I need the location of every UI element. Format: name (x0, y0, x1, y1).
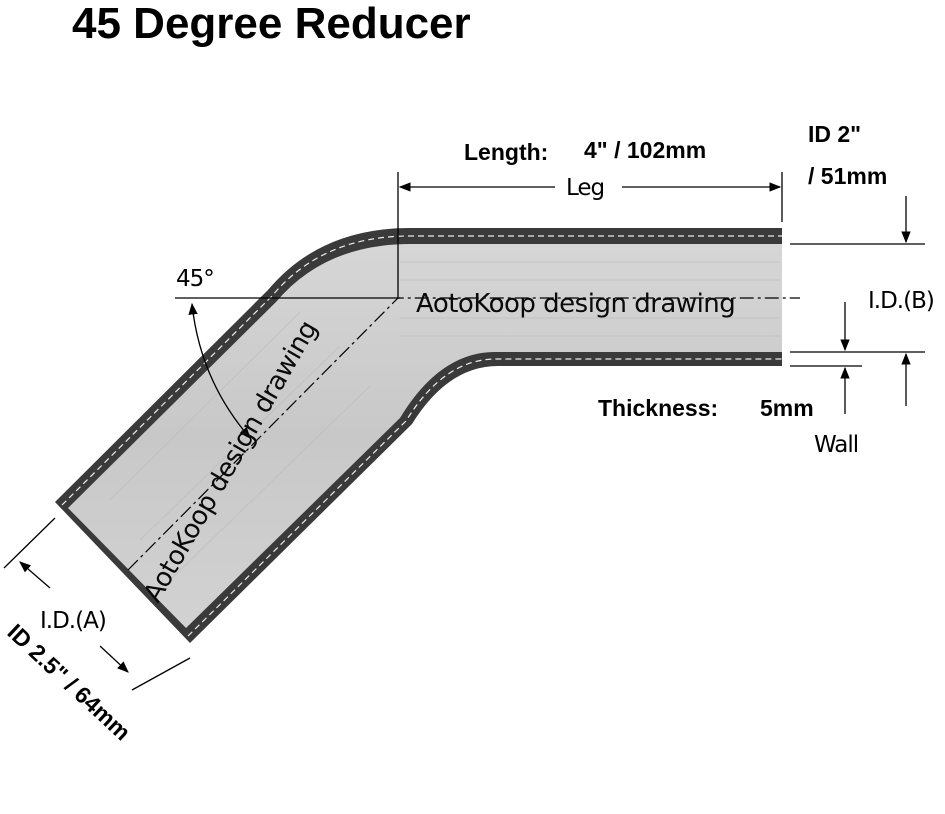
id-a-label: I.D.(A) (40, 608, 106, 634)
thickness-label: Thickness: (598, 395, 718, 421)
id-a-extension-right (131, 657, 191, 691)
id-a-arrow-upper (19, 561, 51, 589)
angle-arc (188, 302, 251, 439)
id-b-value-line1: ID 2" (808, 121, 861, 147)
id-a-value: ID 2.5" / 64mm (3, 619, 136, 746)
id-b-value-line2: / 51mm (808, 163, 887, 189)
inner-wall-dashes (61, 235, 782, 637)
leg-label: Leg (566, 175, 604, 201)
angle-label: 45° (176, 266, 214, 292)
id-a-arrow-lower (99, 645, 129, 673)
length-value: 4" / 102mm (584, 137, 706, 163)
watermark-horizontal: AotoKoop design drawing (416, 289, 735, 319)
page-title: 45 Degree Reducer (72, 0, 471, 48)
wall-label: Wall (814, 432, 858, 458)
length-label: Length: (464, 139, 548, 165)
bore-texture (109, 261, 780, 581)
thickness-value: 5mm (760, 395, 814, 421)
id-b-label: I.D.(B) (868, 288, 934, 314)
id-a-extension-left (3, 517, 56, 569)
